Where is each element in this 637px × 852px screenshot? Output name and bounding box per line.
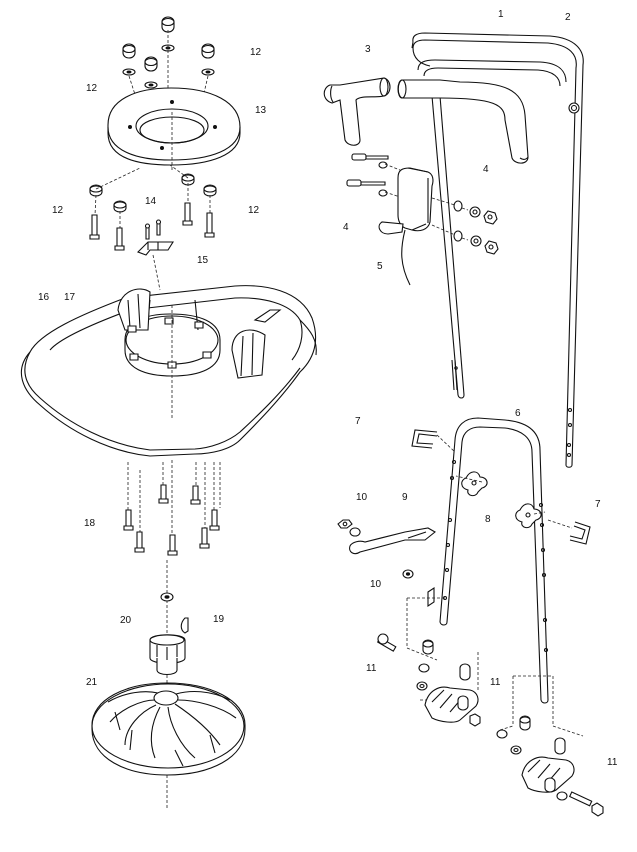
callout-9: 9 <box>402 492 408 503</box>
callout-18: 18 <box>84 518 96 529</box>
lower-handle <box>440 418 548 703</box>
fan-assembly <box>92 560 245 810</box>
callout-19: 19 <box>213 614 225 625</box>
deck-bolts <box>124 460 220 555</box>
callout-2: 2 <box>565 12 571 23</box>
clamp-and-screws <box>138 220 173 290</box>
callout-8: 8 <box>485 514 491 525</box>
upper-handle <box>412 33 583 467</box>
callout-17: 17 <box>64 292 76 303</box>
lower-bolts-washers <box>90 165 216 250</box>
callout-6: 6 <box>515 408 521 419</box>
switch-assembly <box>347 154 498 285</box>
callout-13: 13 <box>255 105 267 116</box>
handle-grips <box>324 78 528 163</box>
callout-12: 12 <box>250 47 262 58</box>
callout-7: 7 <box>355 416 361 427</box>
callout-3: 3 <box>365 44 371 55</box>
callout-4: 4 <box>483 164 489 175</box>
callout-10: 10 <box>356 492 368 503</box>
callout-12: 12 <box>52 205 64 216</box>
callout-20: 20 <box>120 615 132 626</box>
deck-housing <box>21 286 316 456</box>
callout-15: 15 <box>197 255 209 266</box>
top-nuts-washers <box>123 17 214 150</box>
callout-1: 1 <box>498 9 504 20</box>
callout-12: 12 <box>86 83 98 94</box>
callout-12: 12 <box>248 205 260 216</box>
callout-11: 11 <box>490 677 501 688</box>
ring-plate <box>108 88 240 170</box>
callout-14: 14 <box>145 196 157 207</box>
bracket-and-nuts <box>338 520 435 606</box>
callout-16: 16 <box>38 292 50 303</box>
callout-7: 7 <box>595 499 601 510</box>
callout-21: 21 <box>86 677 98 688</box>
callout-11: 11 <box>366 663 377 674</box>
callout-10: 10 <box>370 579 382 590</box>
clips-and-knobs <box>412 430 590 544</box>
callout-4: 4 <box>343 222 349 233</box>
callout-11: 11 <box>607 757 618 768</box>
wheel-brackets <box>378 598 603 816</box>
callout-5: 5 <box>377 261 383 272</box>
